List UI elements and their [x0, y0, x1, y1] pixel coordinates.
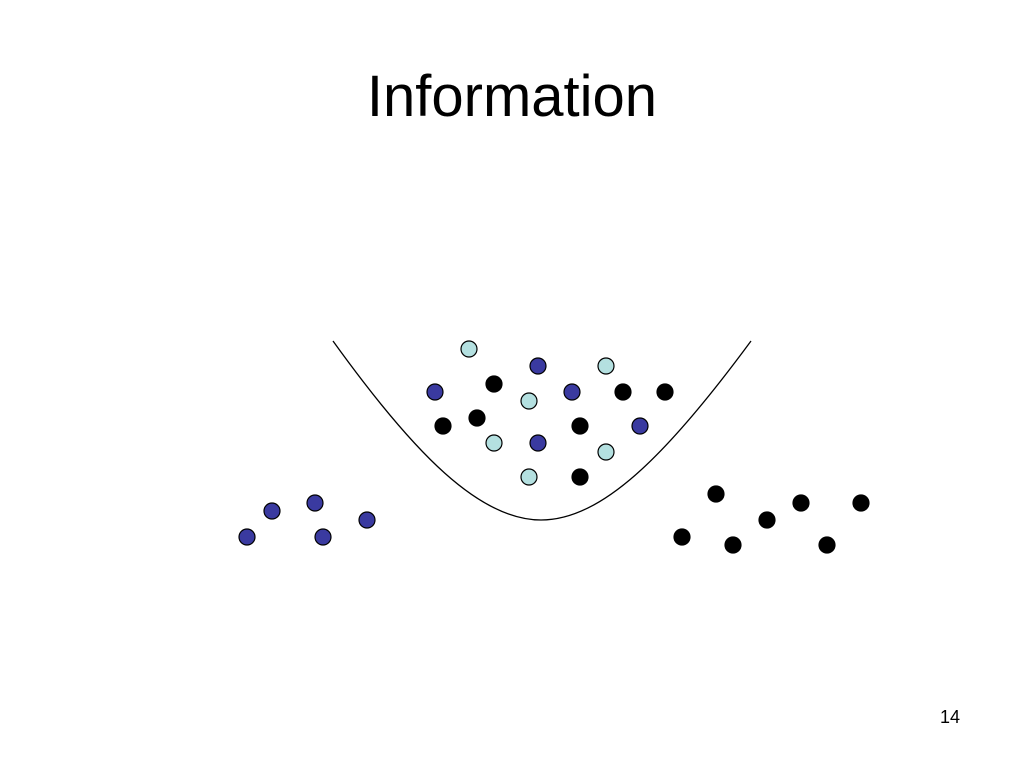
parabola-curve	[332, 340, 752, 521]
dark-blue-dot	[358, 511, 376, 529]
dark-blue-dot	[631, 417, 649, 435]
light-blue-dot	[460, 340, 478, 358]
dark-blue-dot	[529, 357, 547, 375]
black-dot	[792, 494, 810, 512]
dot-group	[238, 340, 870, 554]
light-blue-dot	[597, 443, 615, 461]
page-number: 14	[939, 707, 961, 727]
dark-blue-dot	[306, 494, 324, 512]
dark-blue-dot	[563, 383, 581, 401]
dark-blue-dot	[529, 434, 547, 452]
light-blue-dot	[597, 357, 615, 375]
black-dot	[468, 409, 486, 427]
dark-blue-dot	[426, 383, 444, 401]
black-dot	[758, 511, 776, 529]
light-blue-dot	[520, 468, 538, 486]
black-dot	[571, 468, 589, 486]
black-dot	[614, 383, 632, 401]
dark-blue-dot	[314, 528, 332, 546]
black-dot	[724, 536, 742, 554]
black-dot	[434, 417, 452, 435]
black-dot	[485, 375, 503, 393]
black-dot	[818, 536, 836, 554]
light-blue-dot	[520, 392, 538, 410]
dark-blue-dot	[263, 502, 281, 520]
black-dot	[571, 417, 589, 435]
light-blue-dot	[485, 434, 503, 452]
slide-title: Information	[366, 64, 658, 129]
black-dot	[656, 383, 674, 401]
dark-blue-dot	[238, 528, 256, 546]
black-dot	[852, 494, 870, 512]
black-dot	[673, 528, 691, 546]
black-dot	[707, 485, 725, 503]
